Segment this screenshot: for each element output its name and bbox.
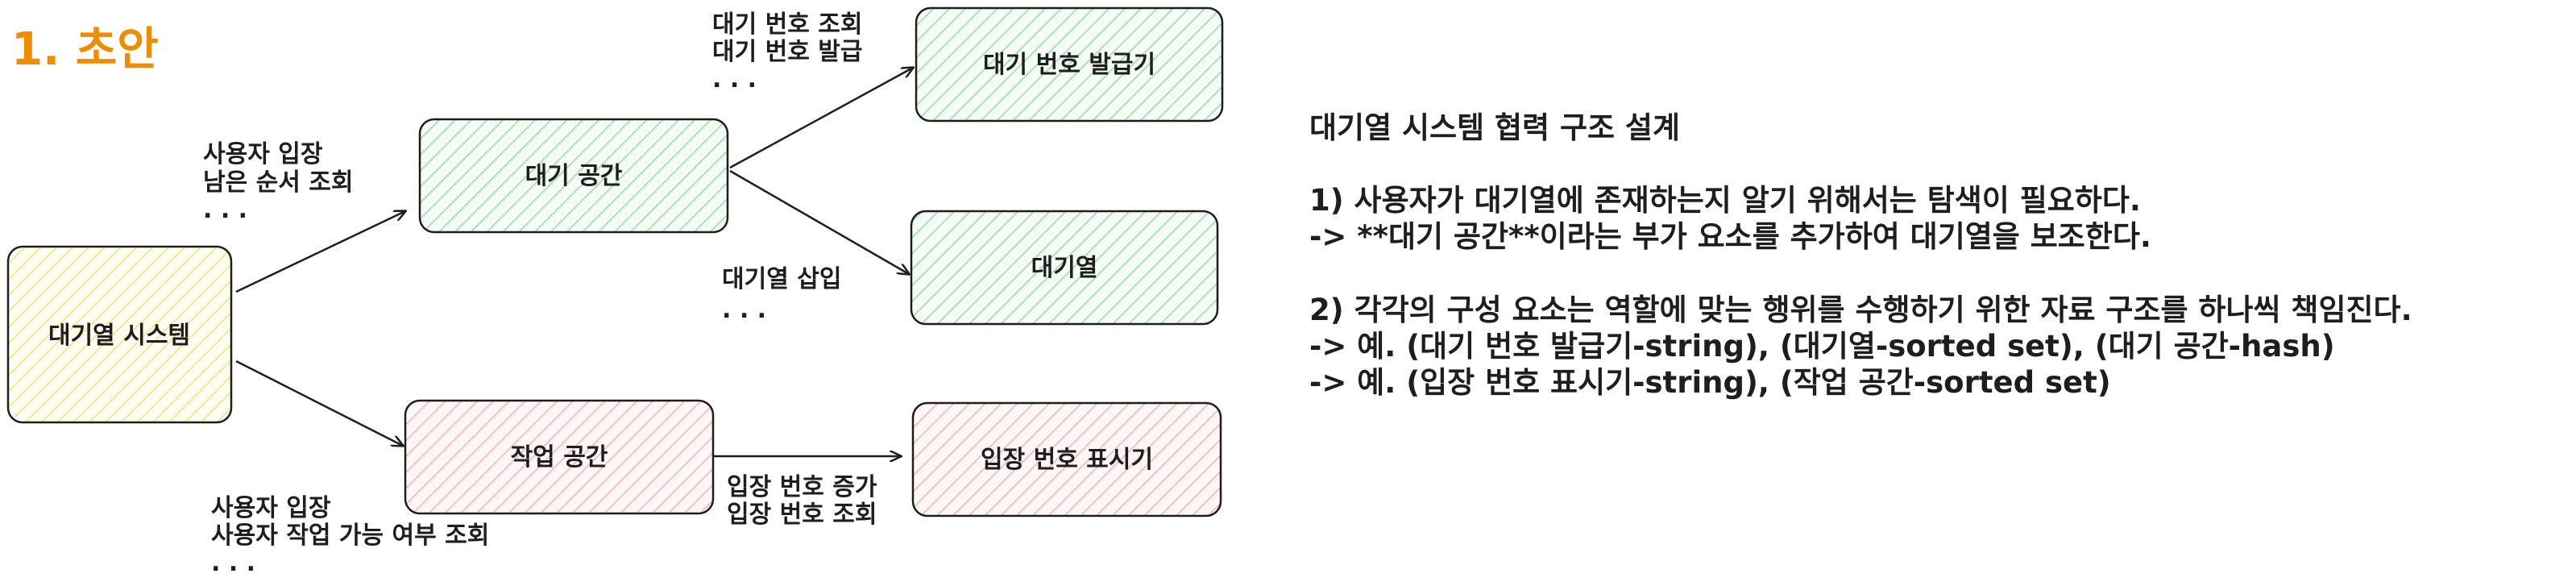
notes-spacer — [1309, 255, 2566, 292]
edge-label-line: 입장 번호 조회 — [727, 501, 877, 529]
node-entry-display-label: 입장 번호 표시기 — [981, 446, 1153, 474]
notes-point1-line: 1) 사용자가 대기열에 존재하는지 알기 위해서는 탐색이 필요하다. — [1309, 183, 2141, 218]
node-queue: 대기열 — [910, 210, 1219, 326]
notes-point2-line: 2) 각각의 구성 요소는 역할에 맞는 행위를 수행하기 위한 자료 구조를 … — [1309, 293, 2412, 327]
edge-label-line: . . . — [203, 196, 247, 224]
page-heading: 1. 초안 — [11, 23, 159, 76]
edge-label-line: 입장 번호 증가 — [727, 473, 877, 501]
node-ticket-issuer: 대기 번호 발급기 — [915, 6, 1224, 123]
edge-label-line: 남은 순서 조회 — [203, 168, 354, 197]
node-queue-label: 대기열 — [1031, 254, 1098, 282]
edge-label-to-ticket-issuer: 대기 번호 조회 대기 번호 발급 . . . — [712, 10, 863, 94]
edge-label-to-queue: 대기열 삽입 . . . — [722, 265, 841, 324]
node-work-space-label: 작업 공간 — [511, 443, 608, 472]
node-waiting-space-label: 대기 공간 — [525, 162, 623, 190]
edge-label-to-entry-display: 입장 번호 증가 입장 번호 조회 — [727, 473, 877, 529]
node-waiting-space: 대기 공간 — [418, 118, 729, 234]
node-queue-system: 대기열 시스템 — [6, 245, 233, 424]
edges — [235, 68, 913, 456]
notes-title: 대기열 시스템 협력 구조 설계 — [1309, 110, 1681, 145]
edge-system-to-waiting-space — [235, 211, 405, 293]
notes-point2-line: -> 예. (대기 번호 발급기-string), (대기열-sorted se… — [1309, 329, 2335, 364]
notes-point1-line: -> **대기 공간**이라는 부가 요소를 추가하여 대기열을 보조한다. — [1309, 219, 2151, 254]
edge-label-line: 대기 번호 조회 — [712, 10, 863, 39]
edge-label-line: 대기 번호 발급 — [712, 38, 863, 66]
edge-label-line: 대기열 삽입 — [722, 265, 841, 293]
edge-label-line: . . . — [722, 296, 766, 324]
node-work-space: 작업 공간 — [404, 399, 715, 515]
edge-label-line: . . . — [712, 65, 757, 94]
node-queue-system-label: 대기열 시스템 — [48, 322, 190, 350]
edge-label-line: . . . — [211, 549, 255, 577]
design-notes: 대기열 시스템 협력 구조 설계 1) 사용자가 대기열에 존재하는지 알기 위… — [1309, 103, 2566, 401]
architecture-diagram: 1. 초안 대기열 시스템 대기 공간 작업 공간 대기 번호 발급기 — [6, 6, 1224, 577]
edge-label-to-work-space: 사용자 입장 사용자 작업 가능 여부 조회 . . . — [211, 494, 489, 577]
edge-waiting-space-to-queue — [729, 169, 909, 274]
edge-label-line: 사용자 작업 가능 여부 조회 — [211, 522, 489, 550]
edge-system-to-work-space — [235, 359, 403, 446]
edge-label-line: 사용자 입장 — [211, 494, 331, 522]
edge-label-line: 사용자 입장 — [203, 140, 323, 168]
edge-waiting-space-to-ticket-issuer — [729, 68, 913, 169]
notes-point2-line: -> 예. (입장 번호 표시기-string), (작업 공간-sorted … — [1309, 365, 2111, 400]
node-ticket-issuer-label: 대기 번호 발급기 — [983, 51, 1155, 79]
edge-label-to-waiting-space: 사용자 입장 남은 순서 조회 . . . — [203, 140, 354, 224]
node-entry-display: 입장 번호 표시기 — [911, 401, 1222, 517]
